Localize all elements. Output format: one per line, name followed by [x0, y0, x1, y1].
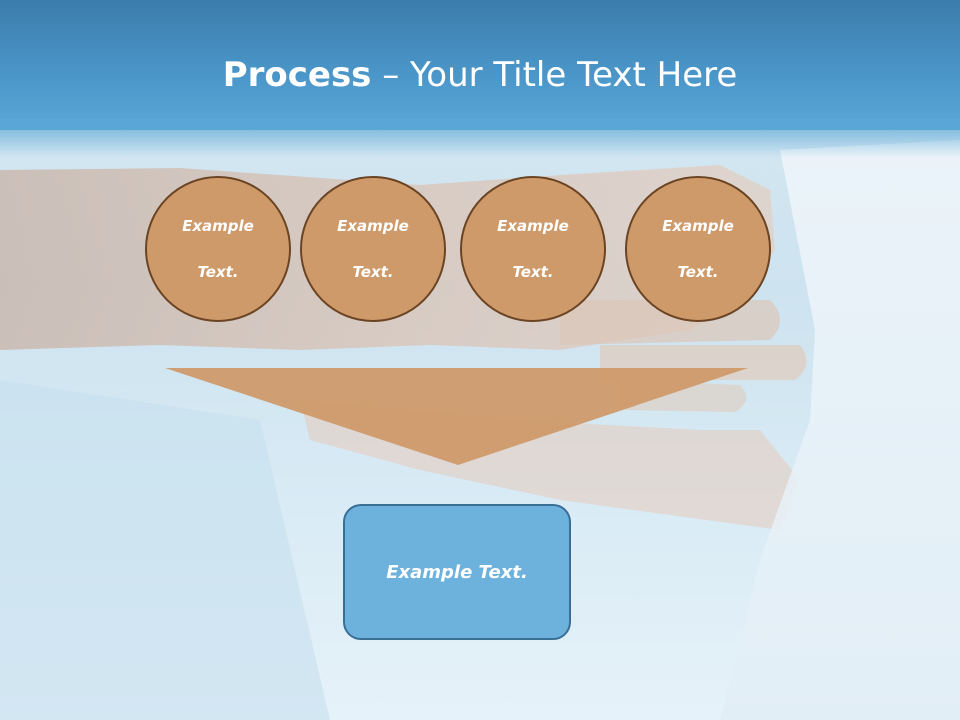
circle-3-line2: Text.	[512, 262, 554, 281]
title-rest: – Your Title Text Here	[371, 55, 738, 95]
title-bar-fade	[0, 118, 960, 158]
result-label: Example Text.	[386, 561, 528, 583]
circle-2-line1: Example	[337, 216, 409, 235]
circle-1-line2: Text.	[197, 262, 239, 281]
title-bold: Process	[222, 55, 372, 95]
circle-4-line1: Example	[662, 216, 734, 235]
slide-title: Process – Your Title Text Here	[0, 52, 960, 98]
title-bar	[0, 0, 960, 130]
result-box: Example Text.	[343, 504, 571, 640]
circle-4-line2: Text.	[677, 262, 719, 281]
circle-1-line1: Example	[182, 216, 254, 235]
circle-3-line1: Example	[497, 216, 569, 235]
circle-2-line2: Text.	[352, 262, 394, 281]
